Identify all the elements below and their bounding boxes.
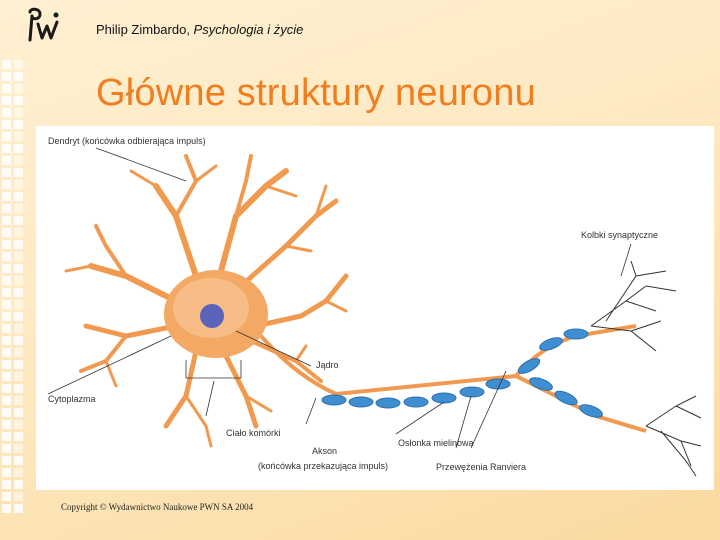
- decorative-square: [2, 72, 11, 81]
- decorative-square: [14, 204, 23, 213]
- decorative-square: [2, 276, 11, 285]
- decorative-square: [2, 480, 11, 489]
- label-dendrite: Dendryt (końcówka odbierająca impuls): [48, 136, 206, 146]
- nucleus: [200, 304, 224, 328]
- decorative-square: [14, 216, 23, 225]
- label-myelin: Osłonka mielinowa: [398, 438, 474, 448]
- decorative-square: [14, 72, 23, 81]
- decorative-square: [2, 168, 11, 177]
- decorative-square-rail: [0, 0, 22, 540]
- decorative-square: [14, 372, 23, 381]
- decorative-square: [14, 432, 23, 441]
- decorative-square: [14, 132, 23, 141]
- decorative-square: [14, 360, 23, 369]
- axon-terminals: [591, 261, 701, 476]
- neuron-illustration: Dendryt (końcówka odbierająca impuls) Ko…: [36, 126, 714, 490]
- decorative-square: [2, 144, 11, 153]
- decorative-square: [14, 324, 23, 333]
- decorative-square: [2, 108, 11, 117]
- copyright-note: Copyright © Wydawnictwo Naukowe PWN SA 2…: [61, 502, 253, 512]
- decorative-square: [14, 504, 23, 513]
- decorative-square: [2, 180, 11, 189]
- decorative-square: [14, 252, 23, 261]
- decorative-square: [14, 384, 23, 393]
- decorative-square: [2, 288, 11, 297]
- decorative-square: [14, 120, 23, 129]
- pwn-logo-icon: [24, 6, 64, 46]
- label-cytoplasm: Cytoplazma: [48, 394, 96, 404]
- decorative-square: [2, 120, 11, 129]
- decorative-square: [2, 468, 11, 477]
- decorative-square: [14, 348, 23, 357]
- decorative-square: [14, 492, 23, 501]
- decorative-square: [14, 264, 23, 273]
- decorative-square: [2, 336, 11, 345]
- decorative-square: [14, 444, 23, 453]
- decorative-square: [14, 96, 23, 105]
- decorative-square: [14, 288, 23, 297]
- author-name: Philip Zimbardo,: [96, 22, 194, 37]
- decorative-square: [2, 300, 11, 309]
- decorative-square: [2, 408, 11, 417]
- decorative-square: [2, 84, 11, 93]
- decorative-square: [2, 312, 11, 321]
- decorative-square: [14, 240, 23, 249]
- slide-title: Główne struktury neuronu: [96, 72, 536, 115]
- decorative-square: [2, 96, 11, 105]
- decorative-square: [14, 192, 23, 201]
- decorative-square: [14, 156, 23, 165]
- decorative-square: [14, 228, 23, 237]
- decorative-square: [14, 336, 23, 345]
- decorative-square: [2, 396, 11, 405]
- label-axon-sub: (końcówka przekazująca impuls): [258, 461, 388, 471]
- neuron-diagram: Dendryt (końcówka odbierająca impuls) Ko…: [36, 126, 714, 490]
- decorative-square: [14, 300, 23, 309]
- decorative-square: [2, 444, 11, 453]
- decorative-square: [2, 432, 11, 441]
- decorative-square: [2, 240, 11, 249]
- decorative-square: [2, 264, 11, 273]
- decorative-square: [2, 372, 11, 381]
- label-cell-body: Ciało komórki: [226, 428, 281, 438]
- decorative-square: [14, 60, 23, 69]
- decorative-square: [2, 252, 11, 261]
- decorative-square: [14, 420, 23, 429]
- decorative-square: [2, 216, 11, 225]
- decorative-square: [14, 312, 23, 321]
- decorative-square: [14, 180, 23, 189]
- decorative-square: [2, 504, 11, 513]
- decorative-square: [2, 204, 11, 213]
- decorative-square: [14, 408, 23, 417]
- decorative-square: [2, 156, 11, 165]
- decorative-square: [14, 108, 23, 117]
- decorative-square: [2, 228, 11, 237]
- decorative-square: [14, 480, 23, 489]
- decorative-square: [2, 60, 11, 69]
- decorative-square: [2, 384, 11, 393]
- label-synaptic: Kolbki synaptyczne: [581, 230, 658, 240]
- book-title: Psychologia i życie: [194, 22, 304, 37]
- decorative-square: [2, 324, 11, 333]
- decorative-square: [2, 132, 11, 141]
- decorative-square: [14, 84, 23, 93]
- label-nucleus: Jądro: [316, 360, 339, 370]
- decorative-square: [2, 420, 11, 429]
- decorative-square: [14, 144, 23, 153]
- decorative-square: [2, 456, 11, 465]
- header-citation: Philip Zimbardo, Psychologia i życie: [96, 22, 303, 37]
- decorative-square: [2, 192, 11, 201]
- label-axon: Akson: [312, 446, 337, 456]
- decorative-square: [14, 396, 23, 405]
- decorative-square: [2, 360, 11, 369]
- decorative-square: [14, 168, 23, 177]
- decorative-square: [2, 492, 11, 501]
- decorative-square: [14, 276, 23, 285]
- decorative-square: [14, 468, 23, 477]
- label-ranvier: Przewężenia Ranviera: [436, 462, 526, 472]
- myelin-sheath: [322, 329, 604, 420]
- decorative-square: [14, 456, 23, 465]
- decorative-square: [2, 348, 11, 357]
